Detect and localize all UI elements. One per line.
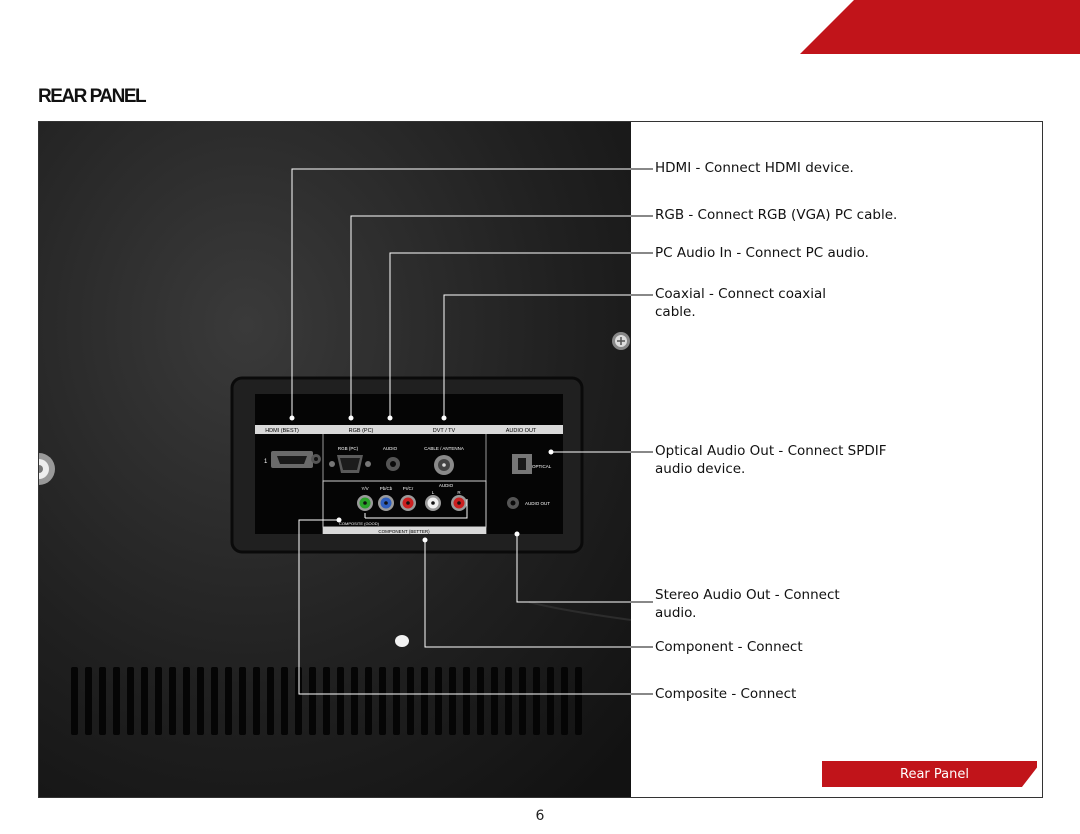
rear-panel-figure: HDMI (BEST) RGB (PC) DVT / TV AUDIO OUT …	[38, 121, 1043, 798]
label-hdmi-best: HDMI (BEST)	[265, 428, 299, 434]
label-audio-out-small: AUDIO OUT	[525, 501, 550, 506]
callout-coaxial: Coaxial - Connect coaxial	[655, 286, 827, 302]
page-number: 6	[535, 808, 545, 824]
hdmi-port-number: 1	[264, 459, 268, 465]
callout-component: Component - Connect	[655, 639, 803, 655]
callout-dots	[289, 415, 554, 543]
label-audio-small: AUDIO	[383, 446, 398, 451]
label-composite-good: COMPOSITE (GOOD)	[339, 521, 380, 526]
label-r: R	[457, 490, 461, 495]
corner-accent	[800, 0, 1080, 54]
label-optical: OPTICAL	[532, 464, 552, 469]
label-dvt-tv: DVT / TV	[433, 428, 456, 434]
section-heading: REAR PANEL	[38, 86, 147, 107]
label-audio-out: AUDIO OUT	[506, 428, 537, 434]
callout-composite: Composite - Connect	[655, 686, 797, 702]
callout-optical: Optical Audio Out - Connect SPDIF	[655, 443, 887, 459]
left-mount-icon	[39, 453, 55, 485]
callout-lines-white	[631, 168, 653, 695]
coax-port	[434, 455, 454, 475]
callout-hdmi: HDMI - Connect HDMI device.	[655, 160, 854, 176]
callout-stereo-audio-cont: audio.	[655, 605, 697, 621]
vga-port	[329, 455, 371, 473]
rca-jack-audio-l-white	[425, 495, 441, 511]
callout-optical-cont: audio device.	[655, 461, 746, 477]
rca-jack-pb-blue	[378, 495, 394, 511]
label-l: L	[432, 490, 435, 495]
label-pr: Pr/Cr	[403, 486, 414, 491]
label-cable-antenna: CABLE / ANTENNA	[424, 446, 464, 451]
callout-pc-audio: PC Audio In - Connect PC audio.	[655, 245, 869, 261]
rear-panel-tab: Rear Panel	[822, 761, 1037, 787]
label-yv: Y/V	[361, 486, 368, 491]
vent-grill	[71, 667, 582, 735]
screw-icon	[612, 332, 630, 350]
label-rgb-pc: RGB (PC)	[349, 428, 374, 434]
callout-lines	[291, 168, 653, 695]
callout-coaxial-cont: cable.	[655, 304, 696, 320]
tv-rear-illustration: HDMI (BEST) RGB (PC) DVT / TV AUDIO OUT …	[39, 122, 1042, 797]
label-component-better: COMPONENT (BETTER)	[378, 529, 430, 534]
rca-jack-y-green	[357, 495, 373, 511]
callout-stereo-audio: Stereo Audio Out - Connect	[655, 587, 840, 603]
label-rgb-pc-small: RGB (PC)	[338, 446, 359, 451]
stereo-audio-jack	[507, 497, 519, 509]
hdmi-port	[271, 451, 313, 468]
pc-audio-jack	[386, 457, 400, 471]
label-pb: Pb/Cb	[380, 486, 393, 491]
peg-icon	[395, 635, 409, 647]
power-jack-icon	[311, 454, 321, 464]
rca-jack-pr-red	[400, 495, 416, 511]
optical-port	[512, 454, 532, 474]
callout-rgb: RGB - Connect RGB (VGA) PC cable.	[655, 207, 898, 223]
rca-jack-audio-r-red	[451, 495, 467, 511]
label-audio-comp: AUDIO	[439, 483, 454, 488]
